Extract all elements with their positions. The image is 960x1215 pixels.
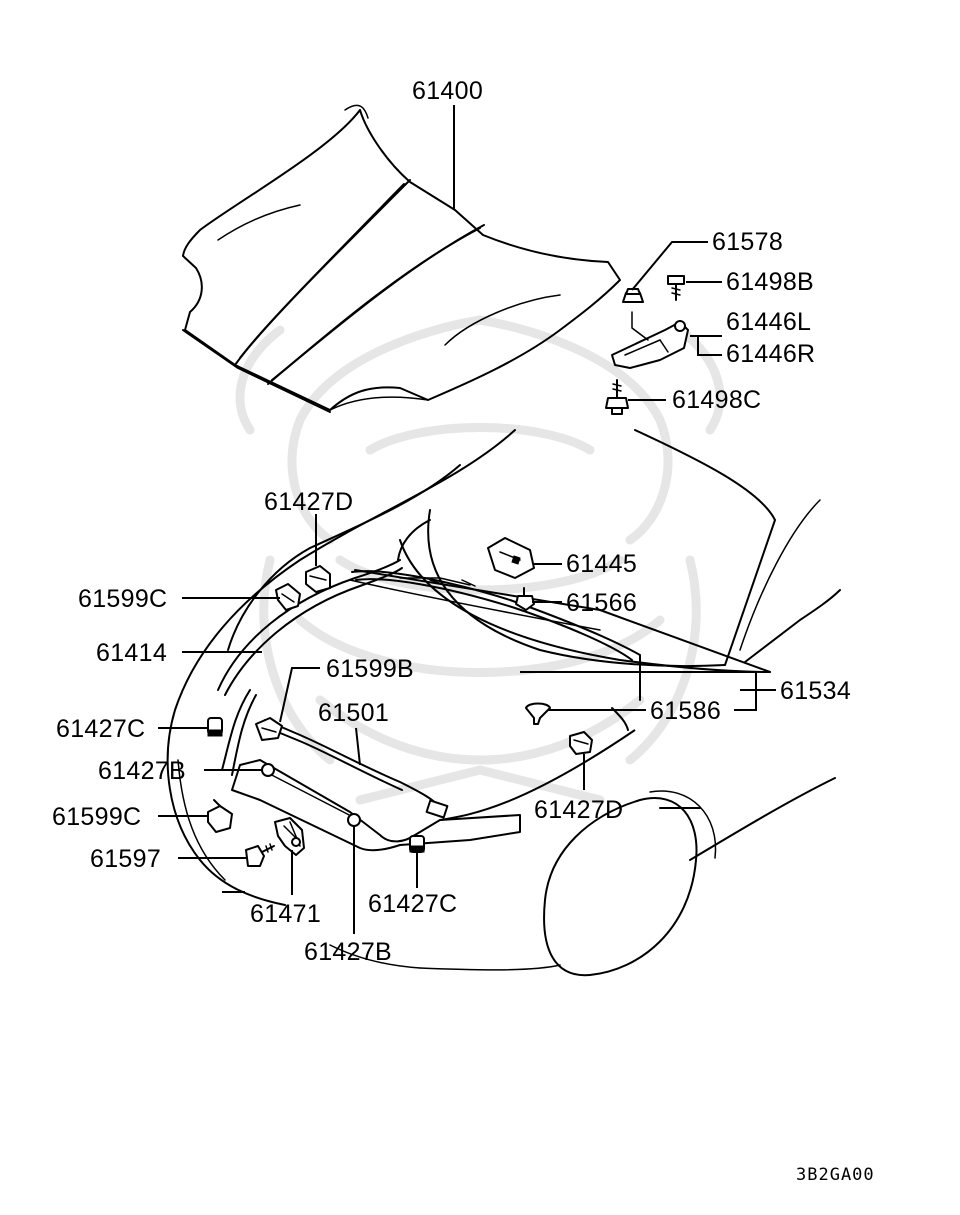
callout-61578: 61578 xyxy=(712,228,783,256)
callout-61427B-bottom: 61427B xyxy=(304,938,392,966)
callout-61566: 61566 xyxy=(566,589,637,617)
callout-61414: 61414 xyxy=(96,639,167,667)
leader-lines xyxy=(158,105,776,934)
callout-labels: 61400 61578 61498B 61446L 61446R 61498C … xyxy=(52,77,875,1185)
callout-61471: 61471 xyxy=(250,900,321,928)
grommet-61597 xyxy=(245,843,275,867)
clip-61599C-bottom xyxy=(207,799,233,833)
callout-61400: 61400 xyxy=(412,77,483,105)
drawing-code: 3B2GA00 xyxy=(796,1165,875,1185)
callout-61597: 61597 xyxy=(90,845,161,873)
hood-release-cable xyxy=(264,719,449,819)
hood-panel xyxy=(182,104,621,413)
callout-61599C-bottom: 61599C xyxy=(52,803,141,831)
callout-61427C-left: 61427C xyxy=(56,715,145,743)
striker-bracket xyxy=(429,537,535,587)
clip-61599B xyxy=(255,717,283,741)
stopper-61586 xyxy=(525,702,551,725)
callout-61586: 61586 xyxy=(650,697,721,725)
hood-bumper-61427C-left xyxy=(207,717,223,737)
hood-bumper-61427B-bottom xyxy=(347,813,361,827)
hood-bumper-61427D-top xyxy=(305,565,331,593)
hinge-fasteners xyxy=(605,275,685,415)
callout-61534: 61534 xyxy=(780,677,851,705)
callout-61498B: 61498B xyxy=(726,268,814,296)
callout-61599B: 61599B xyxy=(326,655,414,683)
hood-lock xyxy=(274,817,305,856)
callout-61501: 61501 xyxy=(318,699,389,727)
callout-61427D-right: 61427D xyxy=(534,796,623,824)
hood-bumper-61427C-bottom xyxy=(409,835,425,853)
clip-61599C-top xyxy=(275,583,301,611)
clip-61566 xyxy=(515,587,535,611)
hood-bumper-61427B-left xyxy=(261,763,275,777)
callout-61445: 61445 xyxy=(566,550,637,578)
callout-61599C-top: 61599C xyxy=(78,585,167,613)
callout-61498C: 61498C xyxy=(672,386,761,414)
hood-bumper-61427D-right xyxy=(569,731,593,755)
callout-61427B-left: 61427B xyxy=(98,757,186,785)
radiator-support-panel xyxy=(231,570,641,852)
vehicle-body xyxy=(166,429,841,977)
callout-61427D-top: 61427D xyxy=(264,488,353,516)
callout-61446L: 61446L xyxy=(726,308,811,336)
callout-61427C-bottom: 61427C xyxy=(368,890,457,918)
watermark-emblem xyxy=(235,315,725,805)
hood-hinge xyxy=(611,311,689,369)
callout-61446R: 61446R xyxy=(726,340,815,368)
